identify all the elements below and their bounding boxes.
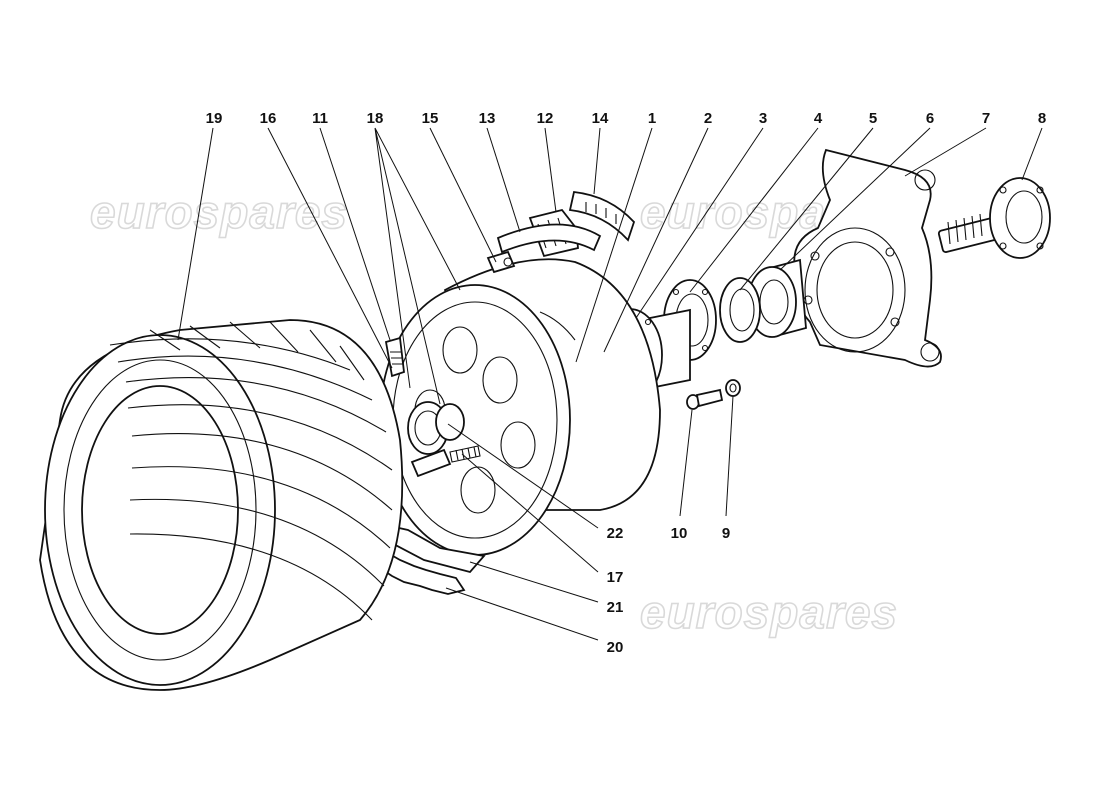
label-3: 3 <box>759 110 767 127</box>
leader-2 <box>603 127 709 353</box>
part-8-drive-shaft <box>937 177 1051 259</box>
label-4: 4 <box>814 110 823 127</box>
label-19: 19 <box>206 110 223 127</box>
leader-22 <box>447 423 599 529</box>
label-5: 5 <box>869 110 877 127</box>
leader-19 <box>177 127 214 341</box>
leader-14 <box>593 127 601 195</box>
label-16: 16 <box>260 110 277 127</box>
leader-11 <box>319 127 391 341</box>
callout-labels: 19 16 11 18 15 13 12 14 1 2 3 4 5 6 7 8 … <box>206 110 1047 656</box>
part-10-bolt <box>686 388 724 410</box>
part-13-adhesive-strip <box>496 223 602 254</box>
label-11: 11 <box>312 110 328 127</box>
part-7-hub-carrier <box>793 148 942 368</box>
label-6: 6 <box>926 110 934 127</box>
part-22-center-cap <box>407 401 465 455</box>
leader-13 <box>486 127 521 233</box>
label-12: 12 <box>537 110 554 127</box>
label-22: 22 <box>607 525 624 542</box>
leader-1 <box>575 127 653 363</box>
label-2: 2 <box>704 110 712 127</box>
watermark-bottom-right: eurospares <box>640 586 898 638</box>
label-10: 10 <box>671 525 688 542</box>
label-18: 18 <box>367 110 384 127</box>
leader-20 <box>445 587 599 641</box>
watermark-top-left: eurospares <box>90 186 348 238</box>
leader-7 <box>904 127 987 177</box>
label-21: 21 <box>607 599 624 616</box>
leader-9 <box>725 395 734 517</box>
part-14-scale-label <box>568 191 636 242</box>
leader-17 <box>461 453 599 573</box>
leader-16 <box>267 127 393 369</box>
part-5-spacer-ring <box>719 277 761 343</box>
part-15-clip <box>486 250 516 274</box>
leader-6 <box>779 127 931 271</box>
part-19-tyre <box>39 319 404 691</box>
leader-4 <box>689 127 819 293</box>
label-15: 15 <box>422 110 439 127</box>
leader-lines <box>177 127 1043 641</box>
label-13: 13 <box>479 110 496 127</box>
label-9: 9 <box>722 525 730 542</box>
label-8: 8 <box>1038 110 1046 127</box>
leader-12 <box>544 127 557 213</box>
leader-5 <box>739 127 874 291</box>
label-20: 20 <box>607 639 624 656</box>
leader-3 <box>635 127 764 319</box>
leader-21 <box>469 561 599 603</box>
label-17: 17 <box>607 569 624 586</box>
label-14: 14 <box>592 110 609 127</box>
label-7: 7 <box>982 110 990 127</box>
leader-8 <box>1021 127 1043 181</box>
leader-10 <box>679 409 693 517</box>
leader-15 <box>429 127 497 263</box>
part-17-wheel-stud <box>410 445 481 478</box>
label-1: 1 <box>648 110 656 127</box>
part-20-weight-plate <box>370 550 466 595</box>
leader-18 <box>374 127 461 405</box>
part-9-washer <box>725 379 741 397</box>
